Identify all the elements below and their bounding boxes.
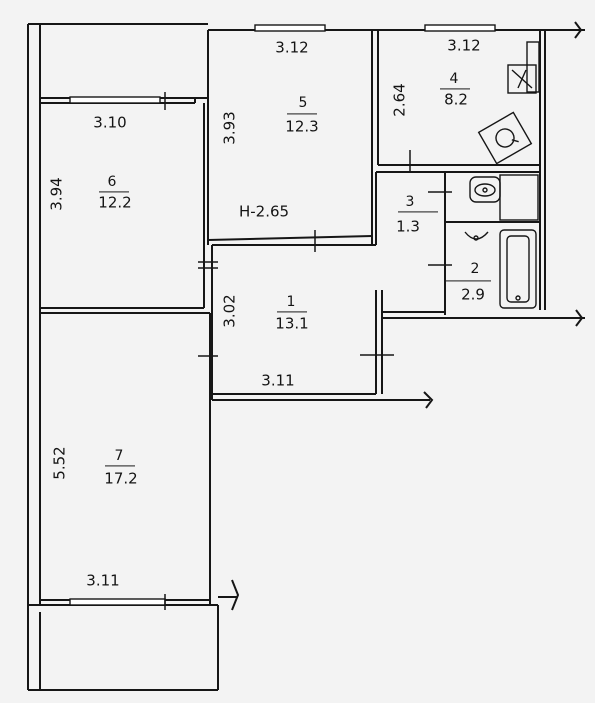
sink-icon [464, 231, 489, 240]
room4-fraction-line [440, 88, 470, 90]
ceiling-height-label: H-2.65 [238, 202, 290, 221]
room6-fraction-line [99, 191, 129, 193]
break-mark-top-right [574, 21, 583, 39]
room2-area: 2.9 [461, 285, 485, 304]
room1-fraction-line [277, 311, 307, 313]
room4-area: 8.2 [444, 90, 468, 109]
room3-number: 3 [405, 194, 415, 210]
room7-area: 17.2 [104, 469, 138, 488]
dim-room4-width: 3.12 [447, 36, 481, 55]
stove-icon [511, 69, 533, 89]
dim-room1-width: 3.11 [261, 371, 295, 390]
room1-area: 13.1 [275, 314, 309, 333]
toilet-bowl-icon [474, 183, 496, 197]
room2-number: 2 [470, 261, 480, 277]
dim-room7-depth: 5.52 [50, 446, 69, 480]
break-mark-bottom [231, 579, 240, 611]
dim-room6-width: 3.10 [93, 113, 127, 132]
room6-area: 12.2 [98, 193, 132, 212]
dim-room6-depth: 3.94 [47, 177, 66, 211]
room1-number: 1 [286, 294, 296, 310]
room2-fraction-line [445, 280, 491, 282]
window-room6 [69, 96, 161, 104]
room5-bottom-wall [207, 235, 373, 241]
room7-fraction-line [105, 465, 135, 467]
room5-number: 5 [298, 95, 308, 111]
window-room5 [254, 24, 326, 32]
bathtub-icon [506, 235, 530, 303]
bathtub-drain-icon [515, 295, 521, 301]
room5-area: 12.3 [285, 117, 319, 136]
break-mark-right [575, 309, 584, 327]
room4-number: 4 [449, 71, 459, 87]
washer-icon [477, 111, 533, 165]
toilet-drain-icon [482, 187, 488, 193]
room3-fraction-line [398, 211, 438, 213]
room3-area: 1.3 [396, 217, 420, 236]
window-room7 [69, 598, 166, 606]
room7-number: 7 [114, 448, 124, 464]
break-mark-hall [423, 391, 434, 409]
dim-room5-width: 3.12 [275, 38, 309, 57]
wc-shaft [499, 174, 539, 221]
dim-room4-depth: 2.64 [390, 83, 409, 117]
room5-fraction-line [287, 113, 317, 115]
kitchen-duct [526, 41, 540, 93]
dim-room1-depth: 3.02 [220, 294, 239, 328]
stove-box [507, 64, 537, 94]
bathtub-outer [499, 229, 537, 309]
room6-number: 6 [107, 174, 117, 190]
dim-room7-width: 3.11 [86, 571, 120, 590]
sink-drain-icon [473, 235, 479, 241]
window-room4 [424, 24, 496, 32]
dim-room5-depth: 3.93 [220, 111, 239, 145]
